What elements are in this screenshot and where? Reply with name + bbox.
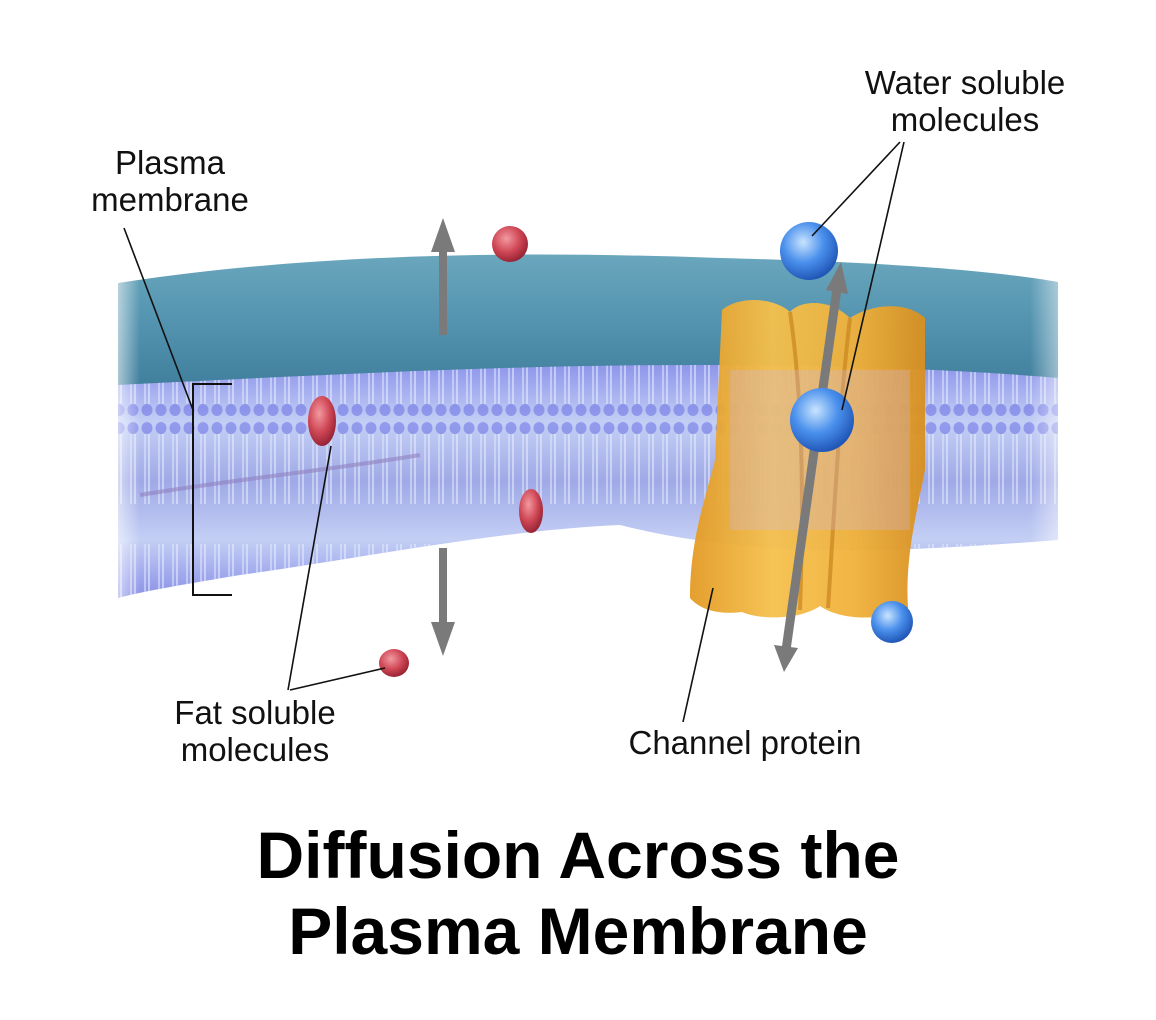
leader-fat-soluble-2	[289, 667, 386, 691]
diagram-title: Diffusion Across the Plasma Membrane	[0, 817, 1156, 969]
channel-protein	[690, 300, 925, 618]
title-line: Plasma Membrane	[288, 894, 868, 968]
label-line: membrane	[91, 181, 249, 218]
label-line: Fat soluble	[174, 694, 336, 731]
label-line: molecules	[180, 731, 330, 768]
membrane-bracket	[192, 383, 232, 596]
fat-molecule	[519, 489, 543, 533]
leader-plasma-membrane	[123, 227, 194, 411]
label-line: molecules	[890, 101, 1040, 138]
label-line: Water soluble	[864, 64, 1066, 101]
label-plasma-membrane: Plasma membrane	[70, 144, 270, 218]
diffusion-arrow-water	[774, 262, 848, 672]
water-molecule	[780, 222, 838, 280]
bilayer-fold	[139, 453, 421, 497]
water-molecule	[790, 388, 854, 452]
leader-channel-protein	[682, 587, 714, 723]
leader-water-soluble-1	[811, 141, 901, 237]
fat-molecule	[379, 649, 409, 677]
leader-water-soluble-2	[841, 141, 905, 411]
fat-molecule	[308, 396, 336, 446]
leader-fat-soluble-1	[287, 445, 332, 691]
label-channel-protein: Channel protein	[628, 724, 862, 761]
label-water-soluble: Water soluble molecules	[830, 64, 1100, 138]
diffusion-arrow-fat	[431, 218, 455, 656]
fat-molecule	[492, 226, 528, 262]
water-molecule	[871, 601, 913, 643]
label-fat-soluble: Fat soluble molecules	[140, 694, 370, 768]
title-line: Diffusion Across the	[256, 818, 900, 892]
label-line: Plasma	[114, 144, 226, 181]
